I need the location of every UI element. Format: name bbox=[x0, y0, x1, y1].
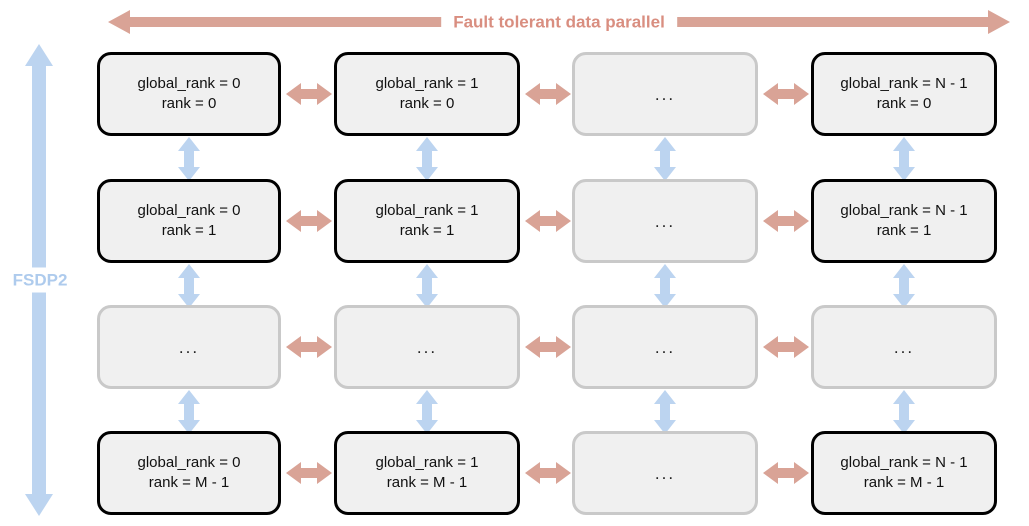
v-arrow-c2-r3-r4 bbox=[412, 390, 442, 434]
node-line-rank: rank = 0 bbox=[399, 95, 455, 112]
node-ellipsis-r3-c2: ... bbox=[334, 305, 520, 389]
h-arrow-r1-c2-c3 bbox=[525, 79, 571, 109]
node-global1-rank0[interactable]: global_rank = 1 rank = 0 bbox=[334, 52, 520, 136]
h-arrow-r3-c2-c3 bbox=[525, 332, 571, 362]
ellipsis-label: ... bbox=[416, 337, 438, 357]
node-line-rank: rank = 1 bbox=[161, 222, 217, 239]
h-arrow-r1-c1-c2 bbox=[286, 79, 332, 109]
v-arrow-c1-r1-r2 bbox=[174, 137, 204, 181]
h-arrow-r4-c2-c3 bbox=[525, 458, 571, 488]
node-ellipsis-r2-c3: ... bbox=[572, 179, 758, 263]
node-ellipsis-r1-c3: ... bbox=[572, 52, 758, 136]
ellipsis-label: ... bbox=[654, 211, 676, 231]
node-line-rank: rank = 1 bbox=[876, 222, 932, 239]
node-line-rank: rank = 0 bbox=[876, 95, 932, 112]
node-line-global-rank: global_rank = 1 bbox=[375, 201, 479, 219]
node-line-rank: rank = M - 1 bbox=[863, 474, 945, 491]
node-globalN1-rankM1[interactable]: global_rank = N - 1 rank = M - 1 bbox=[811, 431, 997, 515]
node-line-global-rank: global_rank = 0 bbox=[137, 453, 241, 471]
node-globalN1-rank0[interactable]: global_rank = N - 1 rank = 0 bbox=[811, 52, 997, 136]
h-arrow-r1-c3-c4 bbox=[763, 79, 809, 109]
h-arrow-r2-c3-c4 bbox=[763, 206, 809, 236]
node-line-rank: rank = 0 bbox=[161, 95, 217, 112]
node-ellipsis-r3-c1: ... bbox=[97, 305, 281, 389]
v-arrow-c2-r2-r3 bbox=[412, 264, 442, 308]
node-line-rank: rank = M - 1 bbox=[386, 474, 468, 491]
v-arrow-c3-r1-r2 bbox=[650, 137, 680, 181]
fsdp2-axis-label: FSDP2 bbox=[10, 267, 70, 293]
fault-tolerant-data-parallel-axis: Fault tolerant data parallel bbox=[108, 8, 1010, 36]
node-ellipsis-r3-c4: ... bbox=[811, 305, 997, 389]
h-arrow-r4-c3-c4 bbox=[763, 458, 809, 488]
v-arrow-c3-r3-r4 bbox=[650, 390, 680, 434]
ellipsis-label: ... bbox=[654, 337, 676, 357]
h-arrow-r3-c3-c4 bbox=[763, 332, 809, 362]
ellipsis-label: ... bbox=[178, 337, 200, 357]
v-arrow-c2-r1-r2 bbox=[412, 137, 442, 181]
node-global0-rank0[interactable]: global_rank = 0 rank = 0 bbox=[97, 52, 281, 136]
v-arrow-c1-r3-r4 bbox=[174, 390, 204, 434]
ellipsis-label: ... bbox=[654, 84, 676, 104]
v-arrow-c1-r2-r3 bbox=[174, 264, 204, 308]
ellipsis-label: ... bbox=[654, 463, 676, 483]
node-global0-rank1[interactable]: global_rank = 0 rank = 1 bbox=[97, 179, 281, 263]
node-line-global-rank: global_rank = 0 bbox=[137, 201, 241, 219]
node-ellipsis-r4-c3: ... bbox=[572, 431, 758, 515]
node-globalN1-rank1[interactable]: global_rank = N - 1 rank = 1 bbox=[811, 179, 997, 263]
h-arrow-r2-c2-c3 bbox=[525, 206, 571, 236]
h-arrow-r3-c1-c2 bbox=[286, 332, 332, 362]
node-line-rank: rank = M - 1 bbox=[148, 474, 230, 491]
node-line-global-rank: global_rank = N - 1 bbox=[840, 453, 968, 471]
node-global1-rank1[interactable]: global_rank = 1 rank = 1 bbox=[334, 179, 520, 263]
node-line-global-rank: global_rank = N - 1 bbox=[840, 74, 968, 92]
h-arrow-r4-c1-c2 bbox=[286, 458, 332, 488]
v-arrow-c3-r2-r3 bbox=[650, 264, 680, 308]
node-line-rank: rank = 1 bbox=[399, 222, 455, 239]
top-axis-label: Fault tolerant data parallel bbox=[441, 13, 677, 31]
node-global1-rankM1[interactable]: global_rank = 1 rank = M - 1 bbox=[334, 431, 520, 515]
v-arrow-c4-r1-r2 bbox=[889, 137, 919, 181]
v-arrow-c4-r3-r4 bbox=[889, 390, 919, 434]
node-line-global-rank: global_rank = N - 1 bbox=[840, 201, 968, 219]
node-global0-rankM1[interactable]: global_rank = 0 rank = M - 1 bbox=[97, 431, 281, 515]
node-line-global-rank: global_rank = 0 bbox=[137, 74, 241, 92]
v-arrow-c4-r2-r3 bbox=[889, 264, 919, 308]
node-line-global-rank: global_rank = 1 bbox=[375, 74, 479, 92]
node-ellipsis-r3-c3: ... bbox=[572, 305, 758, 389]
ellipsis-label: ... bbox=[893, 337, 915, 357]
node-line-global-rank: global_rank = 1 bbox=[375, 453, 479, 471]
h-arrow-r2-c1-c2 bbox=[286, 206, 332, 236]
